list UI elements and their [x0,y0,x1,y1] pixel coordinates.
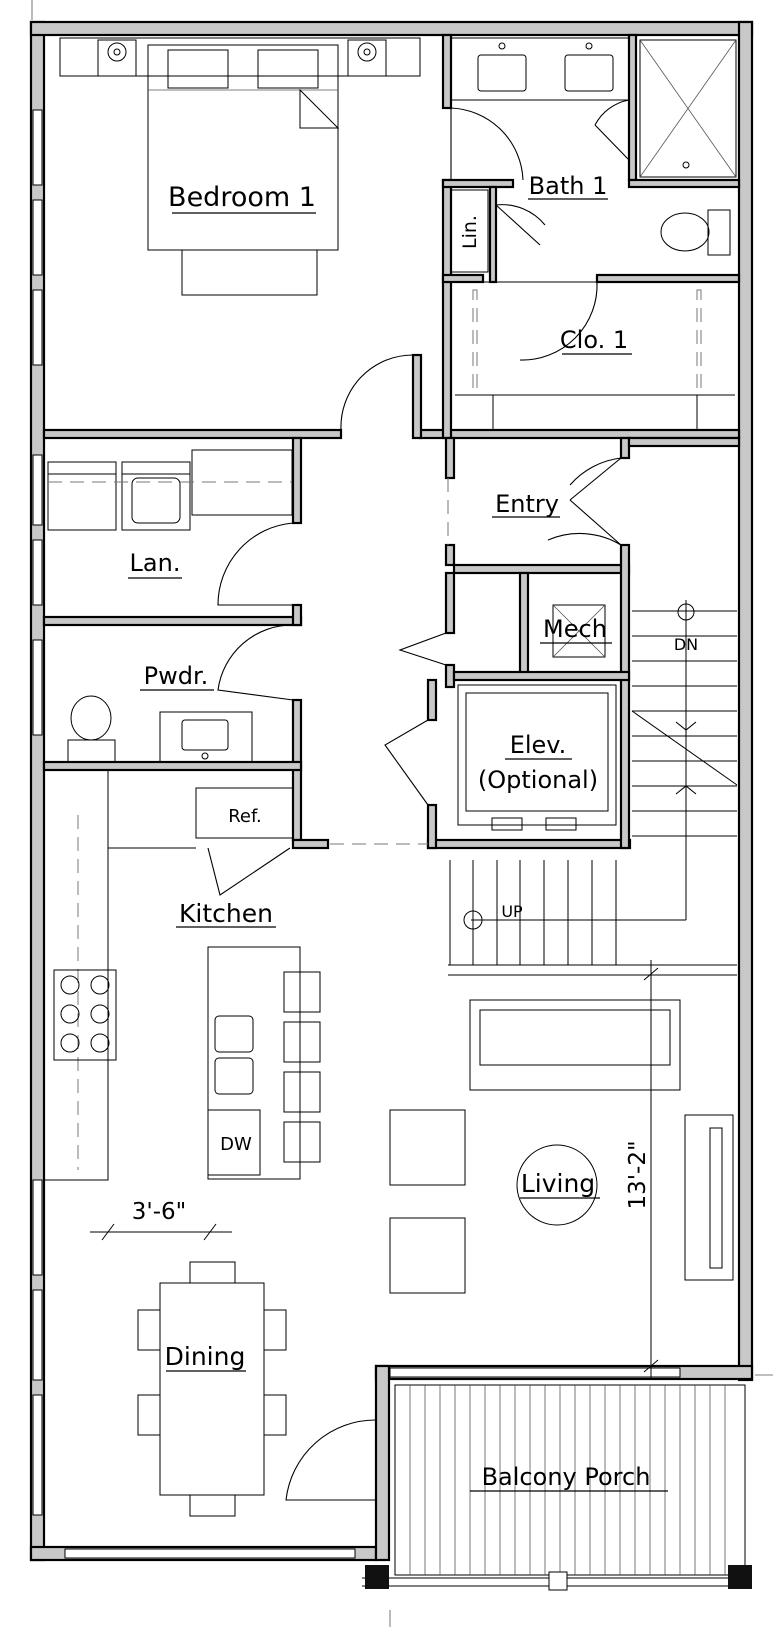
room-label-powder: Pwdr. [144,662,209,690]
room-label-bedroom1: Bedroom 1 [168,182,316,213]
stair-up-label: UP [501,902,523,921]
room-label-kitchen: Kitchen [179,899,273,928]
dimension-living-vertical: 13'-2" [625,1140,651,1209]
room-label-closet1: Clo. 1 [560,326,628,354]
room-label-elevator: Elev. [510,731,567,759]
kitchen-fixtures: Ref. DW Kitchen [43,769,321,1181]
bath-labels: Bath 1 Lin. [459,172,608,249]
room-label-balcony: Balcony Porch [482,1463,651,1491]
bedroom-furniture [59,37,421,296]
bath-fixtures [450,37,737,273]
entry-area: Entry [447,478,560,545]
room-label-living: Living [521,1169,595,1198]
fixture-label-refrigerator: Ref. [228,806,262,827]
elevator: Elev. (Optional) [330,684,617,845]
dimension-dining-horizontal: 3'-6" [132,1199,186,1225]
closet-1: Clo. 1 [450,281,740,431]
walls [29,20,754,1562]
room-label-linen: Lin. [459,215,481,249]
page-frame [31,0,773,1627]
room-label-laundry: Lan. [130,549,181,577]
mech-room: Mech [540,604,612,658]
room-label-bath1: Bath 1 [529,172,608,200]
balcony-porch: Balcony Porch [362,1384,752,1591]
room-label-mech: Mech [543,615,607,643]
dining-furniture: 3'-6" Dining [90,1199,287,1517]
room-label-entry: Entry [495,490,559,518]
windows [32,109,681,1559]
doors [217,99,630,1501]
stair-down-label: DN [674,635,698,654]
room-label-dining: Dining [165,1342,246,1371]
bedroom-label: Bedroom 1 [168,182,316,214]
fixture-label-dishwasher: DW [220,1134,252,1155]
stairs: DN UP [448,600,738,976]
living-furniture: Living 13'-2" [389,960,734,1380]
laundry-fixtures: Lan. [47,449,293,579]
room-label-elevator-optional: (Optional) [478,766,598,794]
powder-fixtures: Pwdr. [67,662,253,763]
